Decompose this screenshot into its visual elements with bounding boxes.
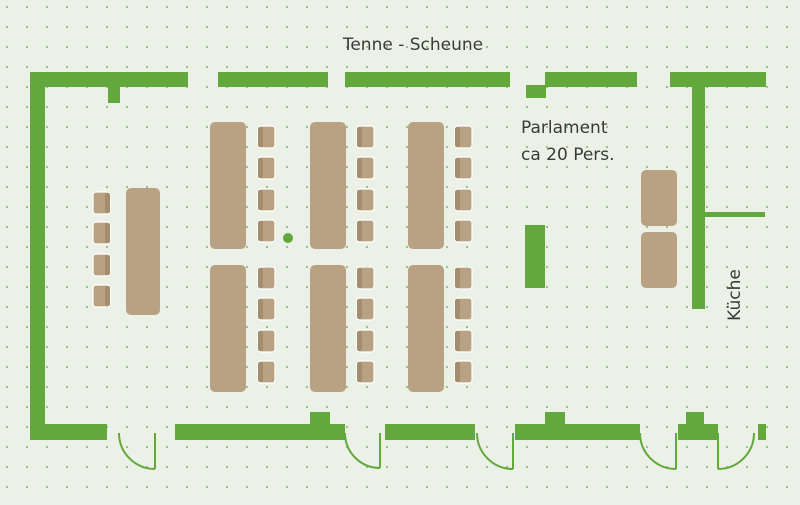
room-label-capacity: ca 20 Pers. (521, 145, 615, 165)
chair (454, 329, 473, 353)
chair (257, 156, 276, 180)
chair (257, 360, 276, 384)
wall-nib (526, 85, 546, 98)
wall-bottom-segment (758, 424, 766, 440)
chair (257, 219, 276, 243)
wall-left (30, 72, 45, 440)
doors (118, 432, 755, 470)
podium (525, 225, 545, 288)
table (210, 122, 246, 249)
chair (454, 297, 473, 321)
tables (126, 122, 677, 392)
table (310, 122, 346, 249)
table (641, 232, 677, 288)
door (717, 432, 755, 470)
wall-top-segment (218, 72, 328, 87)
chair (356, 297, 375, 321)
chair (257, 266, 276, 290)
chair (356, 125, 375, 149)
chair (356, 156, 375, 180)
chair (356, 360, 375, 384)
chair (454, 125, 473, 149)
kitchen-partition-wall (692, 87, 705, 309)
chair (454, 266, 473, 290)
wall-nib (108, 85, 120, 103)
wall-top-segment (545, 72, 637, 87)
kitchen-partition-arm (705, 212, 765, 217)
table (641, 170, 677, 226)
chair (356, 188, 375, 212)
chair (454, 219, 473, 243)
door (476, 432, 514, 470)
chair (454, 156, 473, 180)
door (118, 432, 156, 470)
table (310, 265, 346, 392)
wall-top-segment (345, 72, 510, 87)
wall-top-segment (670, 72, 766, 87)
wall-bottom-segment (175, 424, 345, 440)
chairs (92, 125, 473, 384)
table (126, 188, 160, 315)
wall-bottom-segment (515, 424, 640, 440)
chair (257, 125, 276, 149)
chair (257, 188, 276, 212)
chair (92, 284, 111, 308)
chair (92, 221, 111, 245)
chair (92, 191, 111, 215)
kitchen-label: Küche (725, 269, 745, 321)
area-label-tenne-scheune: Tenne - Scheune (342, 35, 483, 55)
chair (257, 297, 276, 321)
table (210, 265, 246, 392)
wall-bottom-segment (678, 424, 718, 440)
chair (454, 360, 473, 384)
wall-bottom-segment (385, 424, 475, 440)
chair (92, 253, 111, 277)
table (408, 265, 444, 392)
wall-nib (686, 412, 704, 426)
chair (454, 188, 473, 212)
door (344, 432, 381, 469)
chair (356, 219, 375, 243)
chair (257, 329, 276, 353)
table (408, 122, 444, 249)
point-marker (283, 233, 293, 243)
wall-bottom-segment (30, 424, 107, 440)
wall-top-segment (30, 72, 188, 87)
room-label-name: Parlament (521, 118, 608, 138)
walls (30, 72, 766, 440)
chair (356, 266, 375, 290)
door (639, 432, 677, 470)
wall-nib (310, 412, 330, 426)
chair (356, 329, 375, 353)
wall-nib (545, 412, 565, 426)
